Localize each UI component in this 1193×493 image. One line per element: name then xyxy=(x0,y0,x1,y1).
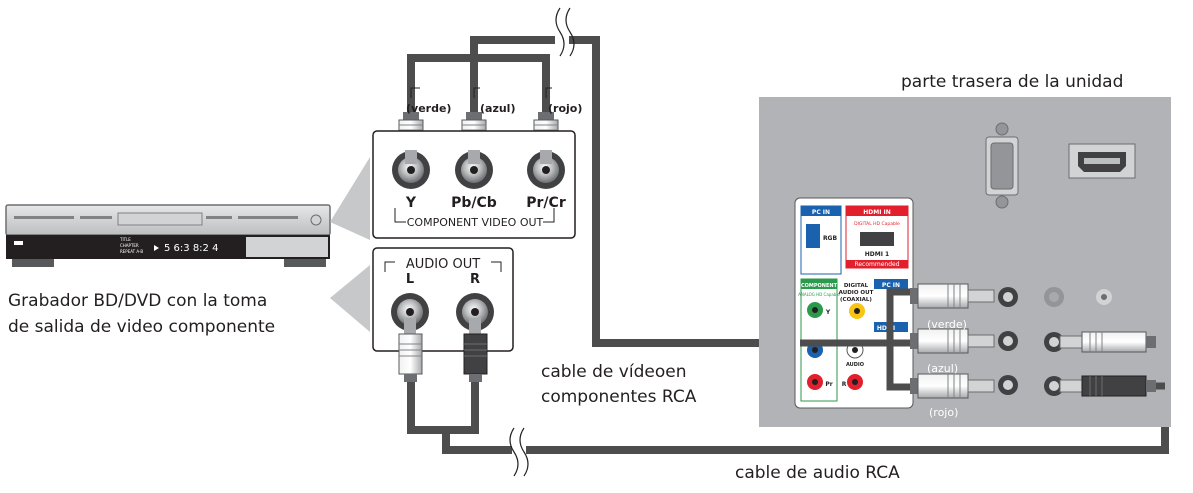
tv-digital-audio-label: DIGITAL xyxy=(844,283,869,289)
jack-label-pr: Pr/Cr xyxy=(526,195,566,211)
audio-out-label: AUDIO OUT xyxy=(406,257,480,272)
component-video-out-panel xyxy=(372,130,576,239)
tv-label-plug-blue: (azul) xyxy=(927,362,958,375)
label-plug-blue: (azul) xyxy=(480,102,515,115)
tv-pc-in-label: PC IN xyxy=(812,209,830,216)
device-caption: Grabador BD/DVD con la toma de salida de… xyxy=(8,288,275,340)
component-video-out-label: COMPONENT VIDEO OUT xyxy=(407,216,544,229)
tv-hdmi-in-label: HDMI IN xyxy=(863,209,891,216)
component-cable-caption-line2: componentes RCA xyxy=(541,387,697,407)
player-audio-plugs xyxy=(398,318,488,382)
cable-break-top xyxy=(555,7,575,57)
component-cable xyxy=(407,36,800,347)
vga-connector xyxy=(985,122,1019,209)
tv-rear-panel xyxy=(759,97,1171,427)
audio-cable-caption: cable de audio RCA xyxy=(735,463,900,483)
jack-label-pb: Pb/Cb xyxy=(451,195,497,211)
tv-audio-plugs xyxy=(1059,331,1165,397)
tv-audio-label: AUDIO xyxy=(846,362,864,368)
tv-jack-pr-label: Pr xyxy=(825,381,832,388)
tv-pc-in2-label: PC IN xyxy=(882,282,900,289)
component-cable-caption-line1: cable de vídeoen xyxy=(541,362,687,382)
audio-label-l: L xyxy=(406,272,414,287)
pointer-arrow-audio xyxy=(330,265,370,332)
tv-jack-y-label: Y xyxy=(825,309,831,316)
bd-dvd-recorder: TITLE CHAPTER REPEAT A-B 5 6:3 8:2 4 xyxy=(5,204,331,267)
tv-label-plug-red: (rojo) xyxy=(929,406,958,419)
tv-rgb-label: RGB xyxy=(823,235,838,242)
tv-hdmi1-label: HDMI 1 xyxy=(865,251,889,258)
tv-component-plugs xyxy=(800,283,995,399)
tv-digital-audio-label-2: AUDIO OUT xyxy=(839,290,874,296)
audio-label-r: R xyxy=(470,272,480,287)
tv-label-plug-green: (verde) xyxy=(927,318,967,331)
component-cable-caption: cable de vídeoen componentes RCA xyxy=(541,360,696,410)
unit-rear-caption: parte trasera de la unidad xyxy=(901,72,1124,92)
label-plug-green: (verde) xyxy=(406,102,451,115)
hdmi-connector xyxy=(1068,143,1136,179)
tv-hdmi-partial-label: HDMI xyxy=(877,325,895,332)
jack-label-y: Y xyxy=(405,195,417,211)
display-info-2: CHAPTER xyxy=(120,243,139,248)
tv-hdmi-sub-label: DIGITAL HD Capable xyxy=(854,221,900,227)
tv-jack-r-label: R xyxy=(842,381,847,388)
display-time: 5 6:3 8:2 4 xyxy=(164,243,218,254)
tv-recommended-label: Recommended xyxy=(854,261,899,268)
cable-break-bottom xyxy=(509,427,529,477)
label-plug-red: (rojo) xyxy=(548,102,582,115)
display-info-1: TITLE xyxy=(119,237,131,242)
tv-component-label: COMPONENT xyxy=(801,283,838,289)
device-caption-line2: de salida de video componente xyxy=(8,317,276,337)
tv-component-sub-label: ANALOG HD Capable xyxy=(798,292,840,297)
tv-digital-audio-label-3: (COAXIAL) xyxy=(840,297,872,303)
pointer-arrow-video xyxy=(330,157,370,240)
device-caption-line1: Grabador BD/DVD con la toma xyxy=(8,291,268,311)
display-info-3: REPEAT A-B xyxy=(120,249,143,254)
